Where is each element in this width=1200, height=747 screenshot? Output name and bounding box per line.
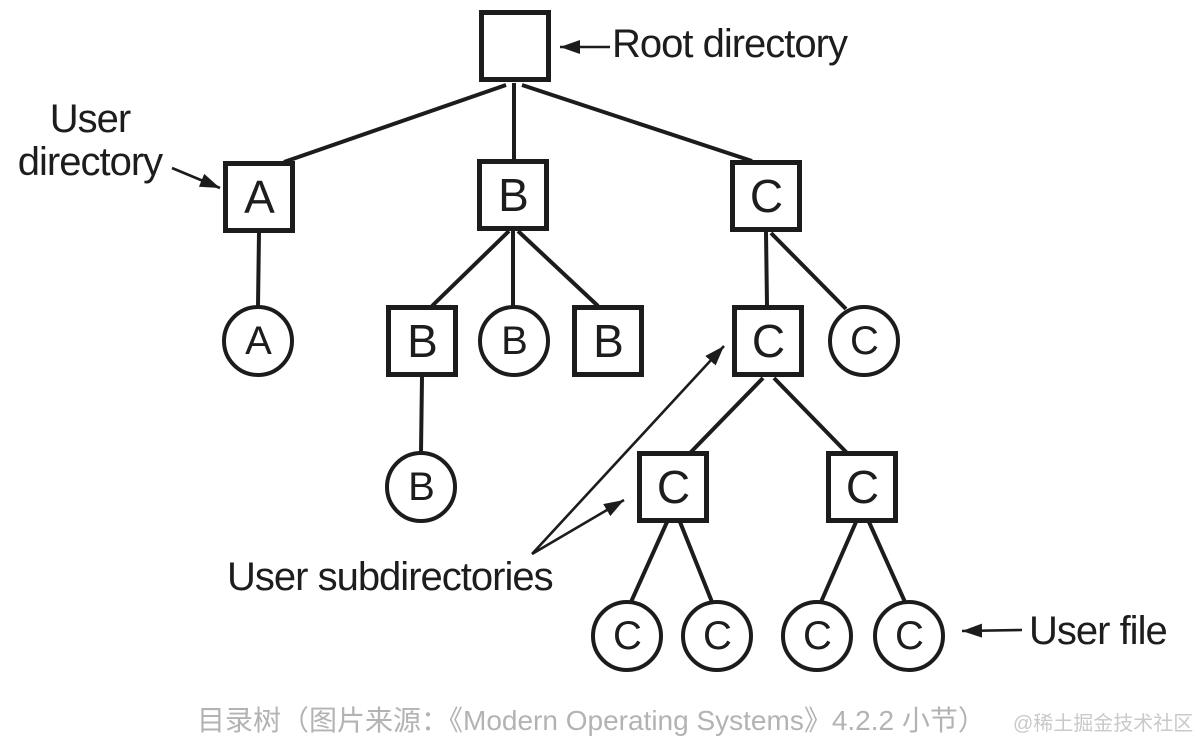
node-root xyxy=(479,10,551,82)
watermark-text: @稀土掘金技术社区 xyxy=(1013,713,1194,735)
tree-edge-dir-b-subdir-b2 xyxy=(516,229,600,308)
tree-edge-dir-c-subdir-c1 xyxy=(764,231,769,306)
annotation-arrows-group xyxy=(171,40,1023,638)
node-file-c4: C xyxy=(781,600,853,672)
node-dir-a: A xyxy=(223,161,295,233)
node-file-c2: C xyxy=(591,600,663,672)
node-subdir-c2: C xyxy=(637,451,709,523)
tree-edge-root-dir-c xyxy=(521,83,753,163)
node-file-c1: C xyxy=(828,305,900,377)
caption-text: 目录树（图片来源：《Modern Operating Systems》4.2.2… xyxy=(197,705,986,736)
node-subdir-c1: C xyxy=(732,305,804,377)
tree-edge-dir-b-subdir-b1 xyxy=(430,229,511,308)
user-file-arrow xyxy=(961,623,1023,638)
node-file-b1: B xyxy=(478,305,550,377)
user-subdirectories-arrow-upper xyxy=(531,345,725,555)
node-dir-b: B xyxy=(477,159,549,231)
root-directory-label: Root directory xyxy=(612,22,848,66)
node-file-a: A xyxy=(222,305,294,377)
tree-edge-subdir-c1-subdir-c3 xyxy=(772,376,849,455)
node-subdir-b1: B xyxy=(386,305,458,377)
user-directory-label-line2: directory xyxy=(17,140,163,184)
tree-edge-dir-c-file-c1 xyxy=(769,231,848,311)
node-subdir-c3: C xyxy=(826,451,898,523)
user-file-label: User file xyxy=(1029,609,1168,653)
tree-edges-group xyxy=(256,83,907,603)
user-directory-arrow xyxy=(171,166,221,190)
node-file-c5: C xyxy=(873,600,945,672)
tree-edge-subdir-b1-file-b2 xyxy=(419,376,424,453)
tree-edge-subdir-c1-subdir-c2 xyxy=(688,376,765,455)
node-dir-c: C xyxy=(730,160,802,232)
user-subdirectories-label: User subdirectories xyxy=(227,555,554,599)
user-subdirectories-arrow-lower xyxy=(531,498,625,556)
tree-edge-subdir-c3-file-c4 xyxy=(819,521,858,603)
node-file-b2: B xyxy=(385,451,457,523)
user-directory-label: User directory xyxy=(8,98,172,184)
tree-edge-subdir-c2-file-c3 xyxy=(678,521,714,603)
user-directory-label-line1: User xyxy=(49,97,131,141)
node-file-c3: C xyxy=(681,600,753,672)
tree-edge-dir-a-file-a xyxy=(256,231,261,307)
node-subdir-b2: B xyxy=(572,305,644,377)
tree-edge-subdir-c3-file-c5 xyxy=(867,521,907,603)
tree-edge-subdir-c2-file-c2 xyxy=(629,521,669,603)
tree-edge-root-dir-a xyxy=(283,83,507,164)
